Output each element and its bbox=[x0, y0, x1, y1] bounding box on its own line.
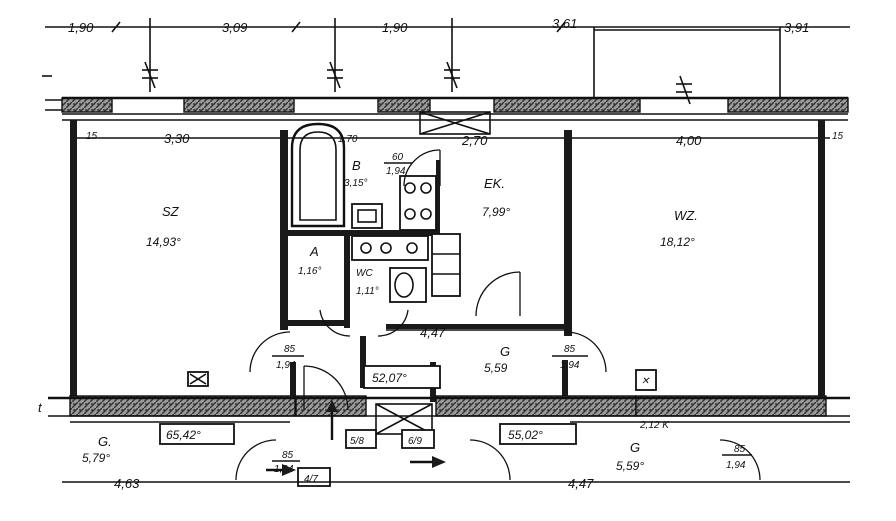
top-dimension-chain: 1,90 3,09 1,90 3,61 3,91 bbox=[45, 16, 850, 105]
hall-dimension: 4,47 bbox=[386, 325, 566, 340]
dim-hall-width: 4,47 bbox=[420, 325, 446, 340]
dim-left-wall: 15 bbox=[86, 131, 98, 142]
misc-labels: 2,12 K t bbox=[38, 400, 670, 431]
wc-fixture bbox=[389, 267, 427, 303]
room-labels: SZ 14,93° B 3,15° EK. 7,99° WZ. 18,12° A… bbox=[82, 158, 698, 473]
dim-bath-width: 1,70 bbox=[338, 134, 358, 145]
room-bath-area: 3,15° bbox=[344, 178, 367, 189]
interior-dimension-chain: 15 3,30 1,70 2,70 4,00 15 bbox=[72, 131, 844, 148]
area-left: 65,42° bbox=[166, 428, 201, 442]
room-storage-label: A bbox=[309, 244, 319, 259]
door-mark-5: 85 bbox=[734, 444, 746, 455]
door-mark-3: 60 bbox=[392, 152, 404, 163]
dim-sz-width: 3,30 bbox=[164, 131, 190, 146]
axis-marker-4 bbox=[676, 75, 692, 105]
dim-wz-width: 4,00 bbox=[676, 133, 702, 148]
room-wc-area: 1,11° bbox=[356, 286, 379, 297]
apartment-area-boxes: 52,07° 65,42° 55,02° bbox=[159, 365, 577, 445]
room-sz-area: 14,93° bbox=[146, 235, 181, 249]
door-mark-1: 85 bbox=[284, 344, 296, 355]
left-edge-label: t bbox=[38, 400, 43, 415]
room-right-hall-label: G bbox=[630, 440, 640, 455]
area-center: 52,07° bbox=[372, 371, 407, 385]
unit-tag-2: 6/9 bbox=[408, 436, 422, 447]
top-dim-2: 3,09 bbox=[222, 20, 247, 35]
top-dim-1: 1,90 bbox=[68, 20, 94, 35]
door-swings bbox=[235, 149, 761, 481]
room-hall-label: G bbox=[500, 344, 510, 359]
room-wz-area: 18,12° bbox=[660, 235, 695, 249]
room-wz-label: WZ. bbox=[674, 208, 698, 223]
axis-marker-1 bbox=[142, 61, 158, 89]
axis-marker-2 bbox=[327, 61, 343, 89]
room-storage-area: 1,16° bbox=[298, 266, 321, 277]
room-kitchen-label: EK. bbox=[484, 176, 505, 191]
top-dim-3: 1,90 bbox=[382, 20, 408, 35]
door-mark-4: 85 bbox=[282, 450, 294, 461]
door-mark-1b: 1,94 bbox=[276, 360, 296, 371]
room-bath-label: B bbox=[352, 158, 361, 173]
top-dim-6: 3,91 bbox=[784, 20, 809, 35]
room-hall-area: 5,59 bbox=[484, 361, 508, 375]
door-mark-2: 85 bbox=[564, 344, 576, 355]
bottom-dimension-chain: 4,63 4,47 bbox=[62, 476, 850, 491]
markers: ✕ bbox=[187, 369, 657, 476]
unit-tag-1: 5/8 bbox=[350, 436, 364, 447]
dim-bottom-right: 4,47 bbox=[568, 476, 594, 491]
bathtub bbox=[290, 122, 346, 228]
door-mark-3b: 1,94 bbox=[386, 166, 406, 177]
exterior-wall-top bbox=[42, 75, 849, 135]
kitchen-fixtures bbox=[351, 175, 461, 297]
svg-text:✕: ✕ bbox=[641, 376, 650, 387]
door-mark-5b: 1,94 bbox=[726, 460, 746, 471]
sub-top-label: 2,12 K bbox=[639, 420, 670, 431]
room-wc-label: WC bbox=[356, 268, 373, 279]
unit-tags: 5/8 6/9 4/7 bbox=[297, 429, 435, 487]
top-dim-5: 3,61 bbox=[552, 16, 577, 31]
dim-kitchen-width: 2,70 bbox=[461, 133, 488, 148]
room-left-hall-area: 5,79° bbox=[82, 451, 110, 465]
room-left-hall-label: G. bbox=[98, 434, 112, 449]
unit-tag-3: 4/7 bbox=[304, 474, 318, 485]
axis-marker-3 bbox=[444, 61, 460, 89]
dim-right-wall: 15 bbox=[832, 131, 844, 142]
room-right-hall-area: 5,59° bbox=[616, 459, 644, 473]
room-sz-label: SZ bbox=[162, 204, 180, 219]
room-kitchen-area: 7,99° bbox=[482, 205, 510, 219]
area-right: 55,02° bbox=[508, 428, 543, 442]
dim-bottom-left: 4,63 bbox=[114, 476, 140, 491]
door-mark-2b: 1,94 bbox=[560, 360, 580, 371]
